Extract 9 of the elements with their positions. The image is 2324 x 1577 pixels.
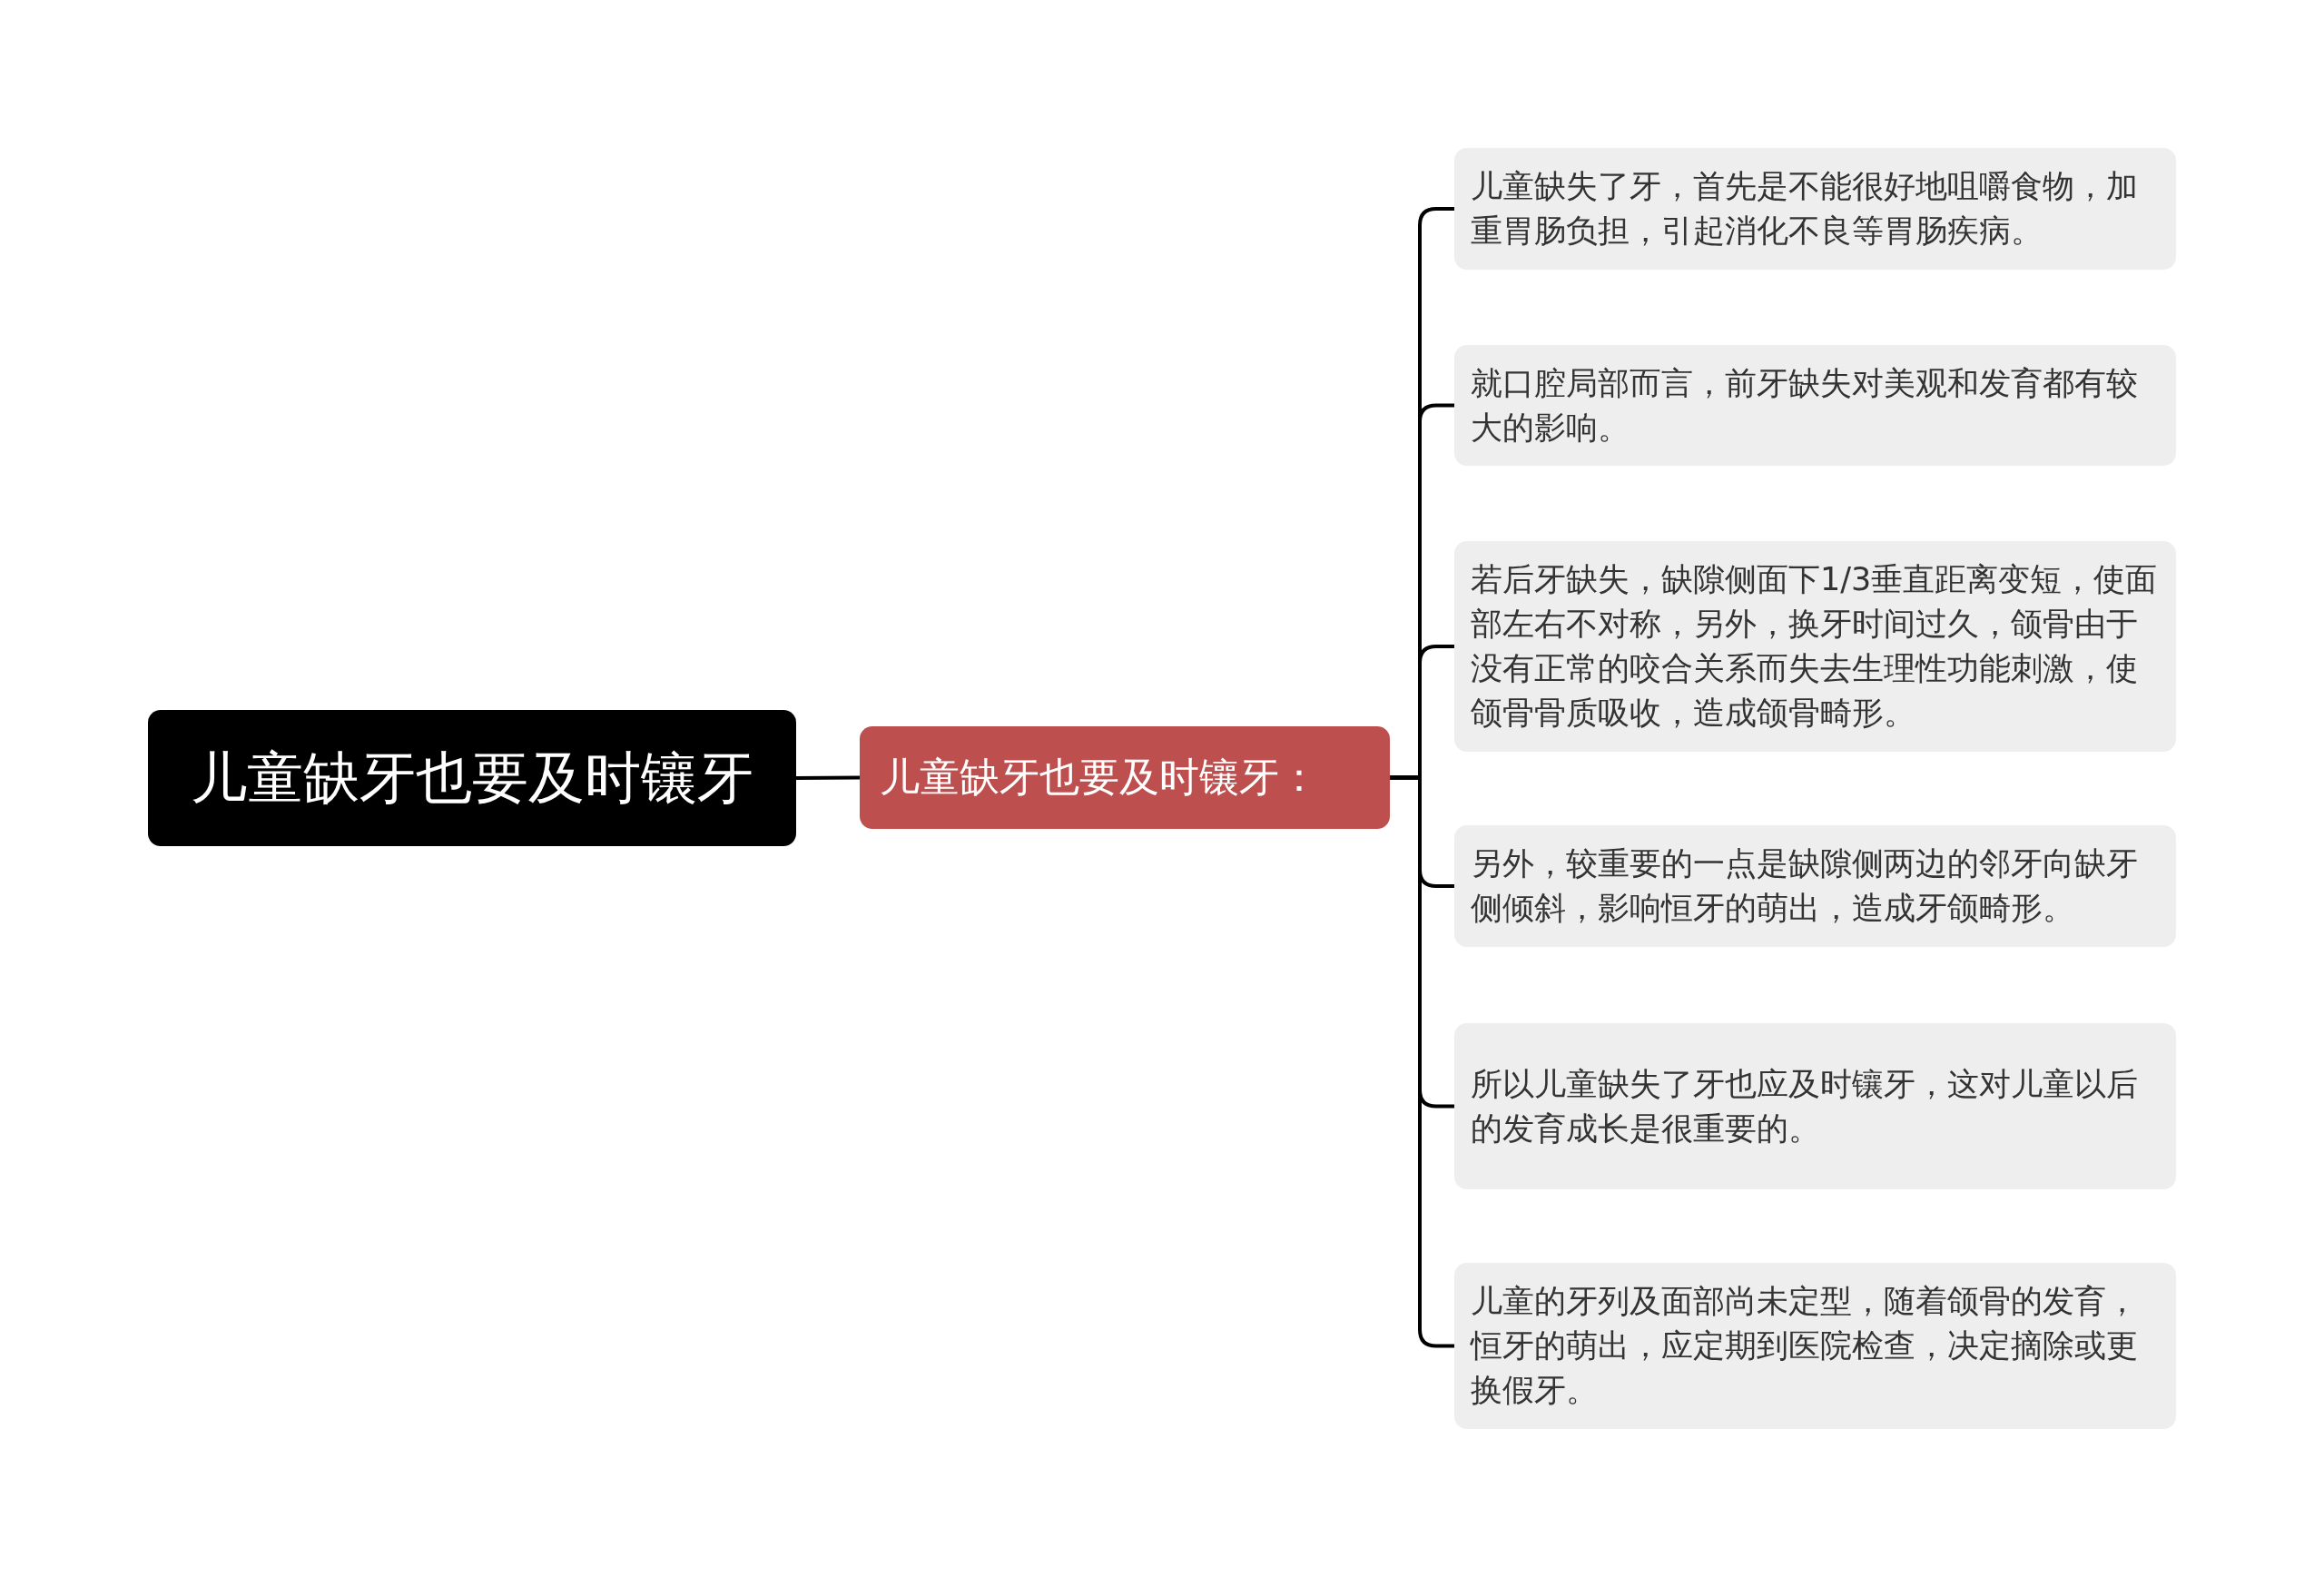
connector-line	[796, 775, 860, 780]
topic-box: 若后牙缺失，缺隙侧面下1/3垂直距离变短，使面部左右不对称，另外，换牙时间过久，颌骨由于没有正常的咬合关系而失去生理性功能刺激，使颌骨骨质吸收，造成颌骨畸形。	[1454, 541, 2176, 752]
topic-box: 儿童的牙列及面部尚未定型，随着颌骨的发育，恒牙的萌出，应定期到医院检查，决定摘除或更换假牙。	[1454, 1263, 2176, 1429]
topic-box: 就口腔局部而言，前牙缺失对美观和发育都有较大的影响。	[1454, 345, 2176, 466]
topic-box: 另外，较重要的一点是缺隙侧两边的邻牙向缺牙侧倾斜，影响恒牙的萌出，造成牙颌畸形。	[1454, 825, 2176, 947]
subtopic-box: 儿童缺牙也要及时镶牙：	[860, 726, 1390, 829]
topic-box: 儿童缺失了牙，首先是不能很好地咀嚼食物，加重胃肠负担，引起消化不良等胃肠疾病。	[1454, 148, 2176, 270]
root-topic-box: 儿童缺牙也要及时镶牙	[148, 710, 796, 846]
topic-box: 所以儿童缺失了牙也应及时镶牙，这对儿童以后的发育成长是很重要的。	[1454, 1023, 2176, 1189]
